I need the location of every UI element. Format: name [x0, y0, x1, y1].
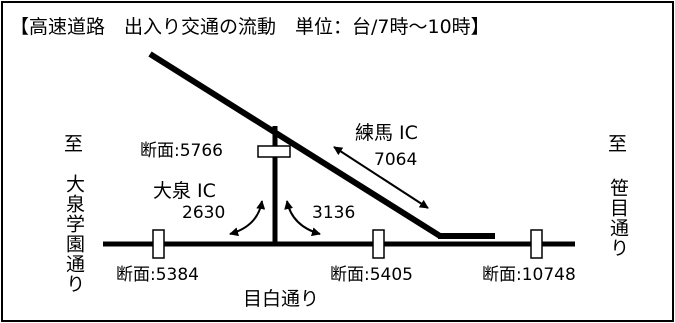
right-destination-name: 笹目通り: [607, 178, 629, 258]
right-destination-to: 至: [608, 133, 628, 155]
road-name-label: 目白通り: [243, 288, 320, 310]
section-marker-east: [530, 229, 543, 259]
oizumi-ic-label: 大泉 IC: [153, 180, 216, 202]
oizumi-ramp-arrow-left: [229, 200, 266, 237]
oizumi-ramp-arrow-right: [284, 200, 321, 237]
diagram-title: 【高速道路 出入り交通の流動 単位：台/7時～10時】: [10, 16, 490, 38]
section-marker-west: [152, 229, 165, 259]
section-marker-expressway: [257, 145, 291, 158]
section-label-east: 断面:10748: [482, 265, 576, 285]
oizumi-ramp-value-right: 3136: [312, 203, 356, 223]
nerima-ramp-arrow: [333, 146, 429, 209]
oizumi-ramp-value-left: 2630: [182, 203, 226, 223]
left-destination-to: 至: [64, 133, 84, 155]
nerima-ramp-value: 7064: [374, 150, 418, 170]
section-label-center: 断面:5405: [330, 265, 413, 285]
left-destination-name: 大泉学園通り: [63, 174, 85, 294]
section-label-west: 断面:5384: [116, 265, 199, 285]
section-label-expressway: 断面:5766: [140, 141, 223, 161]
section-marker-center: [372, 229, 385, 259]
nerima-ic-label: 練馬 IC: [355, 122, 418, 144]
